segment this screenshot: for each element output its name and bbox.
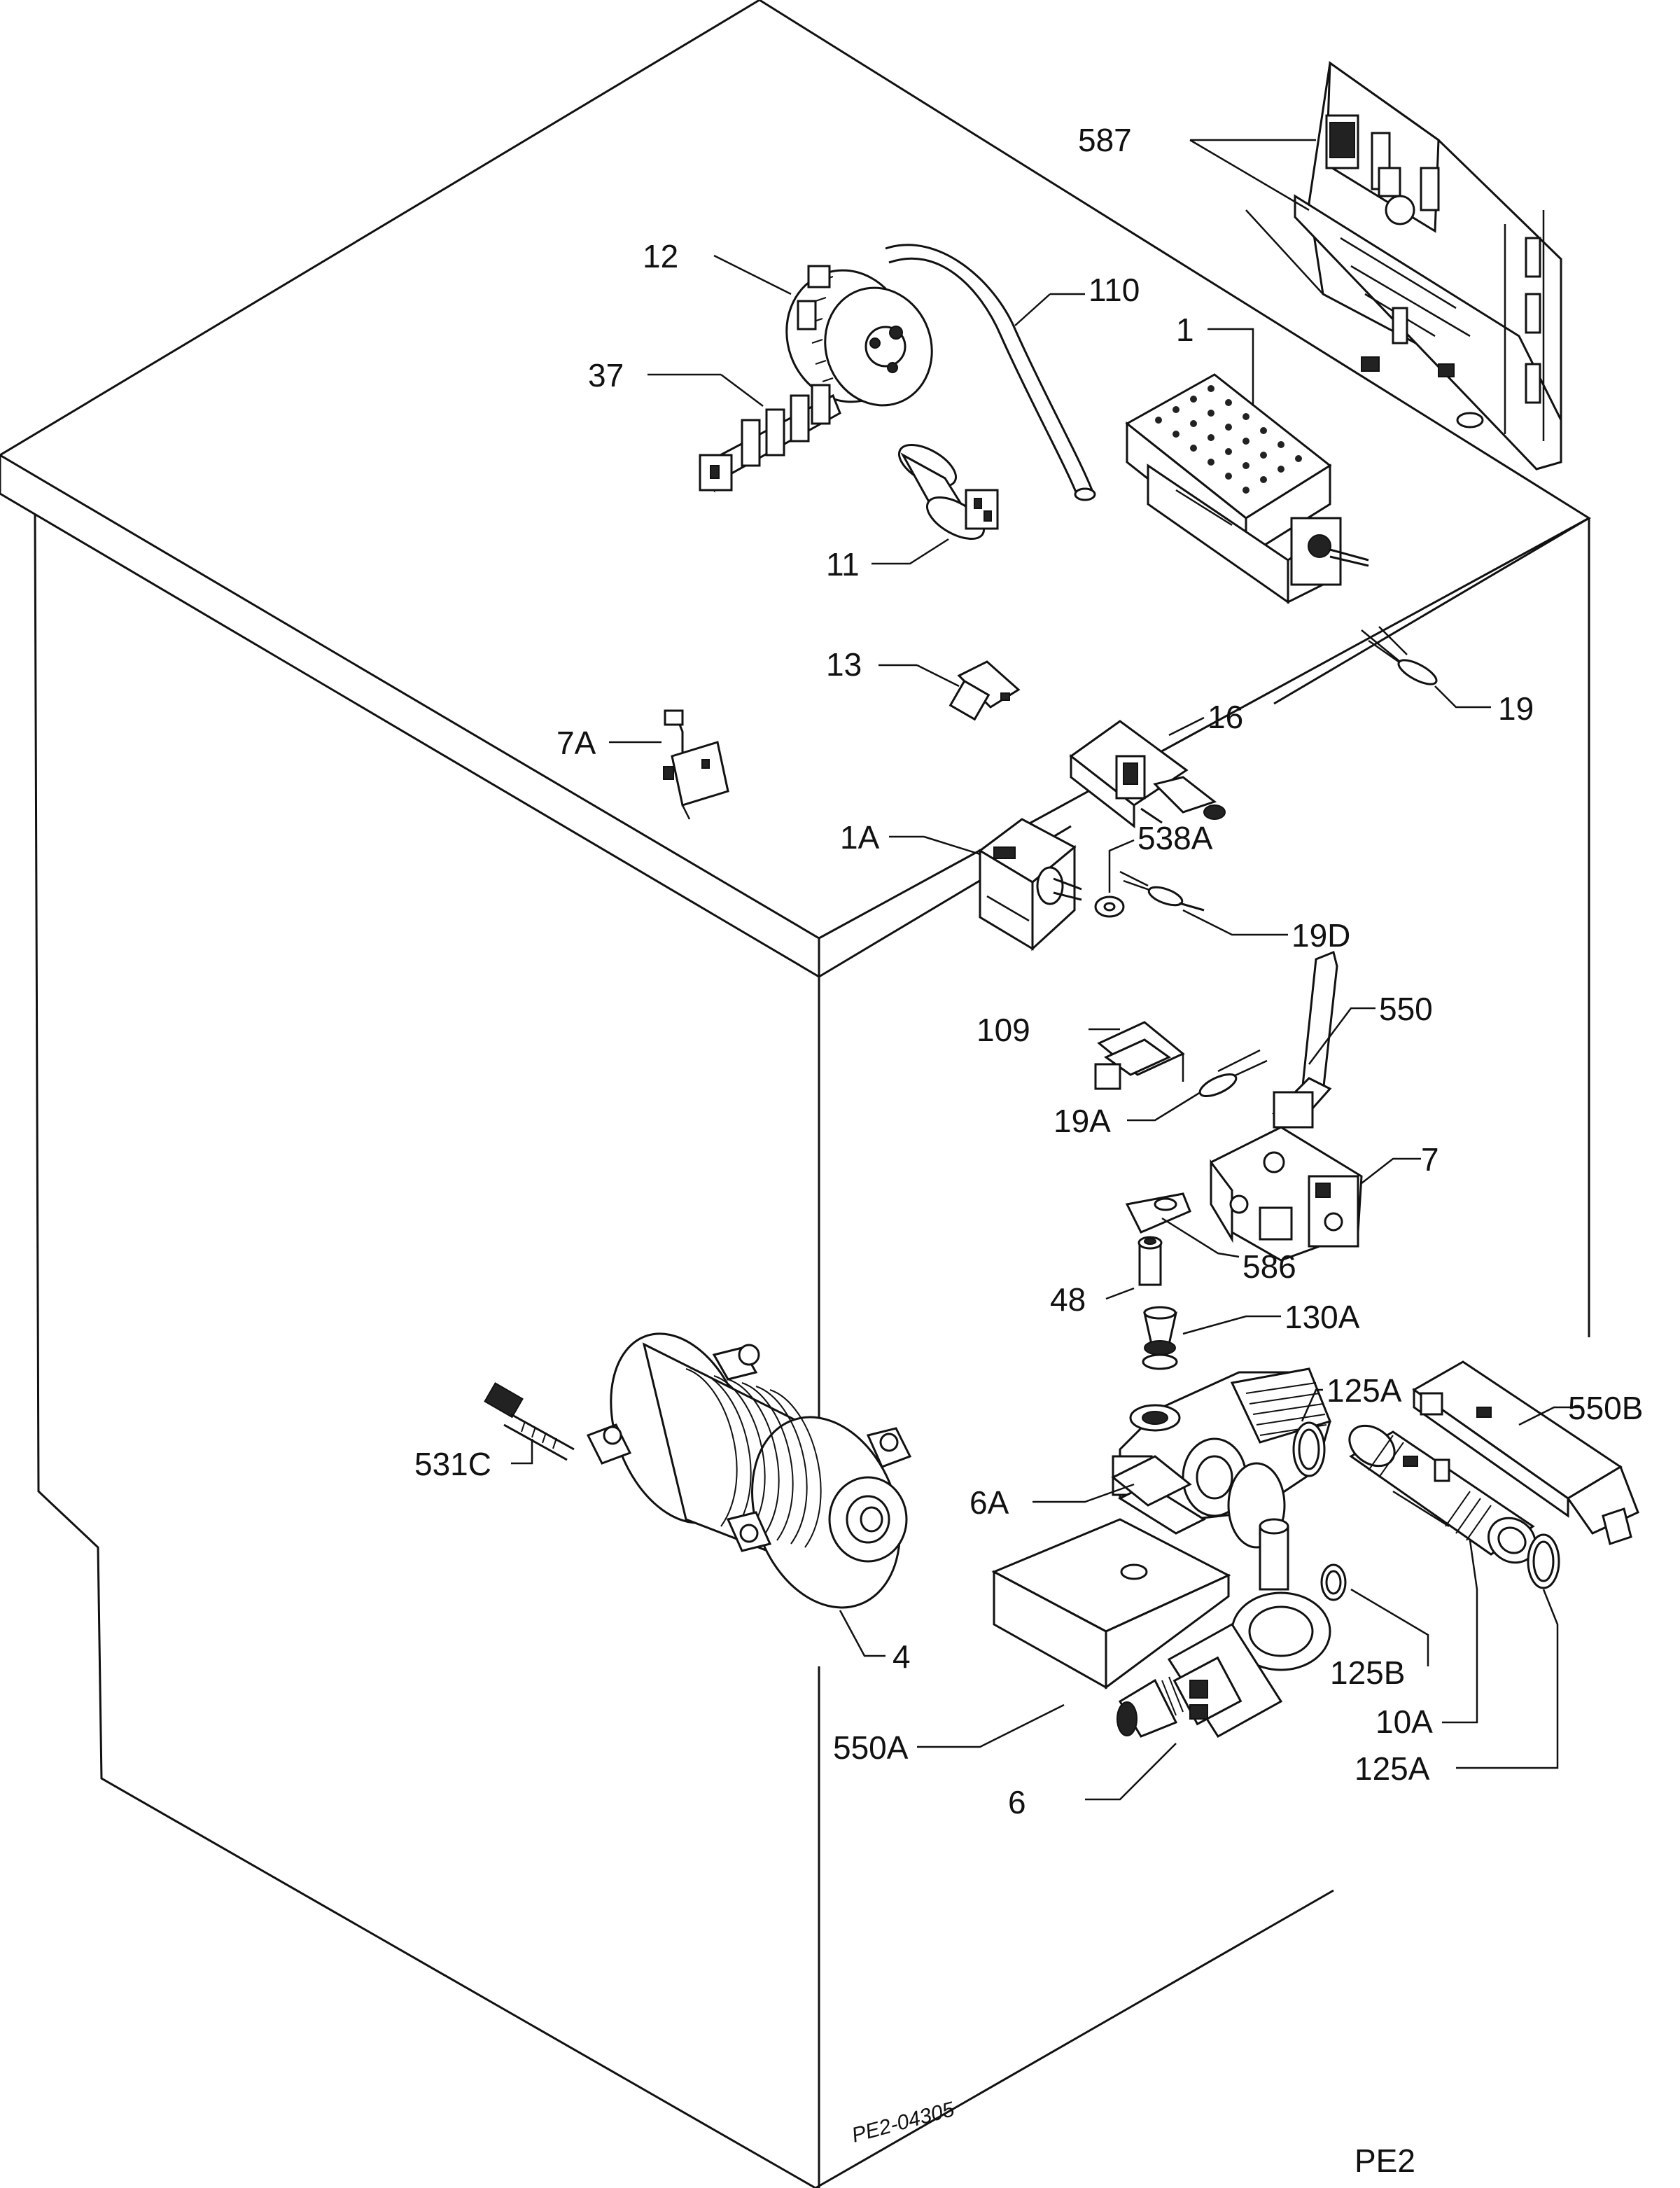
label-1A: 1A (840, 819, 880, 856)
label-11: 11 (826, 546, 860, 583)
sensor-19A (1198, 1049, 1268, 1097)
label-10A: 10A (1376, 1703, 1433, 1740)
hose-110 (885, 244, 1093, 491)
drawing-reference: PE2-04305 (849, 2098, 957, 2147)
gasket-125B (1320, 1563, 1347, 1601)
label-6A: 6A (969, 1484, 1009, 1521)
label-6: 6 (1008, 1784, 1026, 1820)
lever-550 (1272, 950, 1338, 1129)
bracket-586 (1125, 1192, 1191, 1234)
label-1: 1 (1176, 312, 1194, 348)
label-12: 12 (643, 238, 678, 274)
label-550: 550 (1379, 991, 1433, 1027)
label-586: 586 (1242, 1248, 1296, 1285)
sensor-19 (1361, 626, 1438, 685)
label-110: 110 (1088, 272, 1140, 308)
switch-16 (1069, 720, 1226, 829)
capacitor-11 (898, 444, 999, 540)
microswitch-7A (663, 709, 729, 820)
label-550A: 550A (833, 1729, 909, 1766)
cap-130A (1142, 1306, 1178, 1370)
label-109: 109 (976, 1012, 1030, 1048)
label-48: 48 (1050, 1281, 1086, 1318)
label-531C: 531C (414, 1446, 491, 1482)
door-lock-7 (1210, 1126, 1363, 1262)
connector-13 (948, 660, 1021, 721)
label-130A: 130A (1284, 1299, 1360, 1335)
gasket-125A-top (1292, 1421, 1326, 1477)
label-19D: 19D (1292, 917, 1350, 954)
drain-pump-6 (1116, 1518, 1331, 1738)
timer-unit-12 (785, 265, 933, 407)
clip-109 (1094, 1021, 1185, 1090)
label-125B: 125B (1330, 1654, 1405, 1691)
label-538A: 538A (1138, 820, 1213, 856)
selector-switch-1A (978, 818, 1082, 952)
label-125A-bottom: 125A (1354, 1750, 1430, 1787)
page-code: PE2 (1354, 2142, 1415, 2179)
label-125A-top: 125A (1326, 1372, 1402, 1409)
label-16: 16 (1208, 699, 1243, 735)
label-7A: 7A (556, 725, 596, 761)
gasket-125A-bottom (1527, 1533, 1560, 1589)
base-plate-6A (1111, 1455, 1192, 1507)
label-7: 7 (1421, 1141, 1439, 1178)
label-587: 587 (1078, 122, 1132, 158)
label-37: 37 (588, 357, 624, 393)
cover-box-550A (991, 1518, 1231, 1689)
timer-1 (1125, 373, 1369, 604)
control-board-587 (1294, 61, 1562, 471)
sensor-19D (1119, 870, 1205, 912)
bolt-531C (484, 1382, 575, 1461)
cabinet-outline (0, 0, 1591, 2188)
terminal-block-37 (699, 384, 841, 493)
bracket-550B (1412, 1360, 1639, 1545)
plug-48 (1138, 1236, 1163, 1286)
label-19A: 19A (1054, 1103, 1111, 1139)
label-550B: 550B (1568, 1390, 1643, 1426)
motor-4 (586, 1332, 912, 1609)
label-13: 13 (826, 646, 862, 683)
label-4: 4 (892, 1638, 911, 1675)
label-19: 19 (1498, 690, 1534, 727)
